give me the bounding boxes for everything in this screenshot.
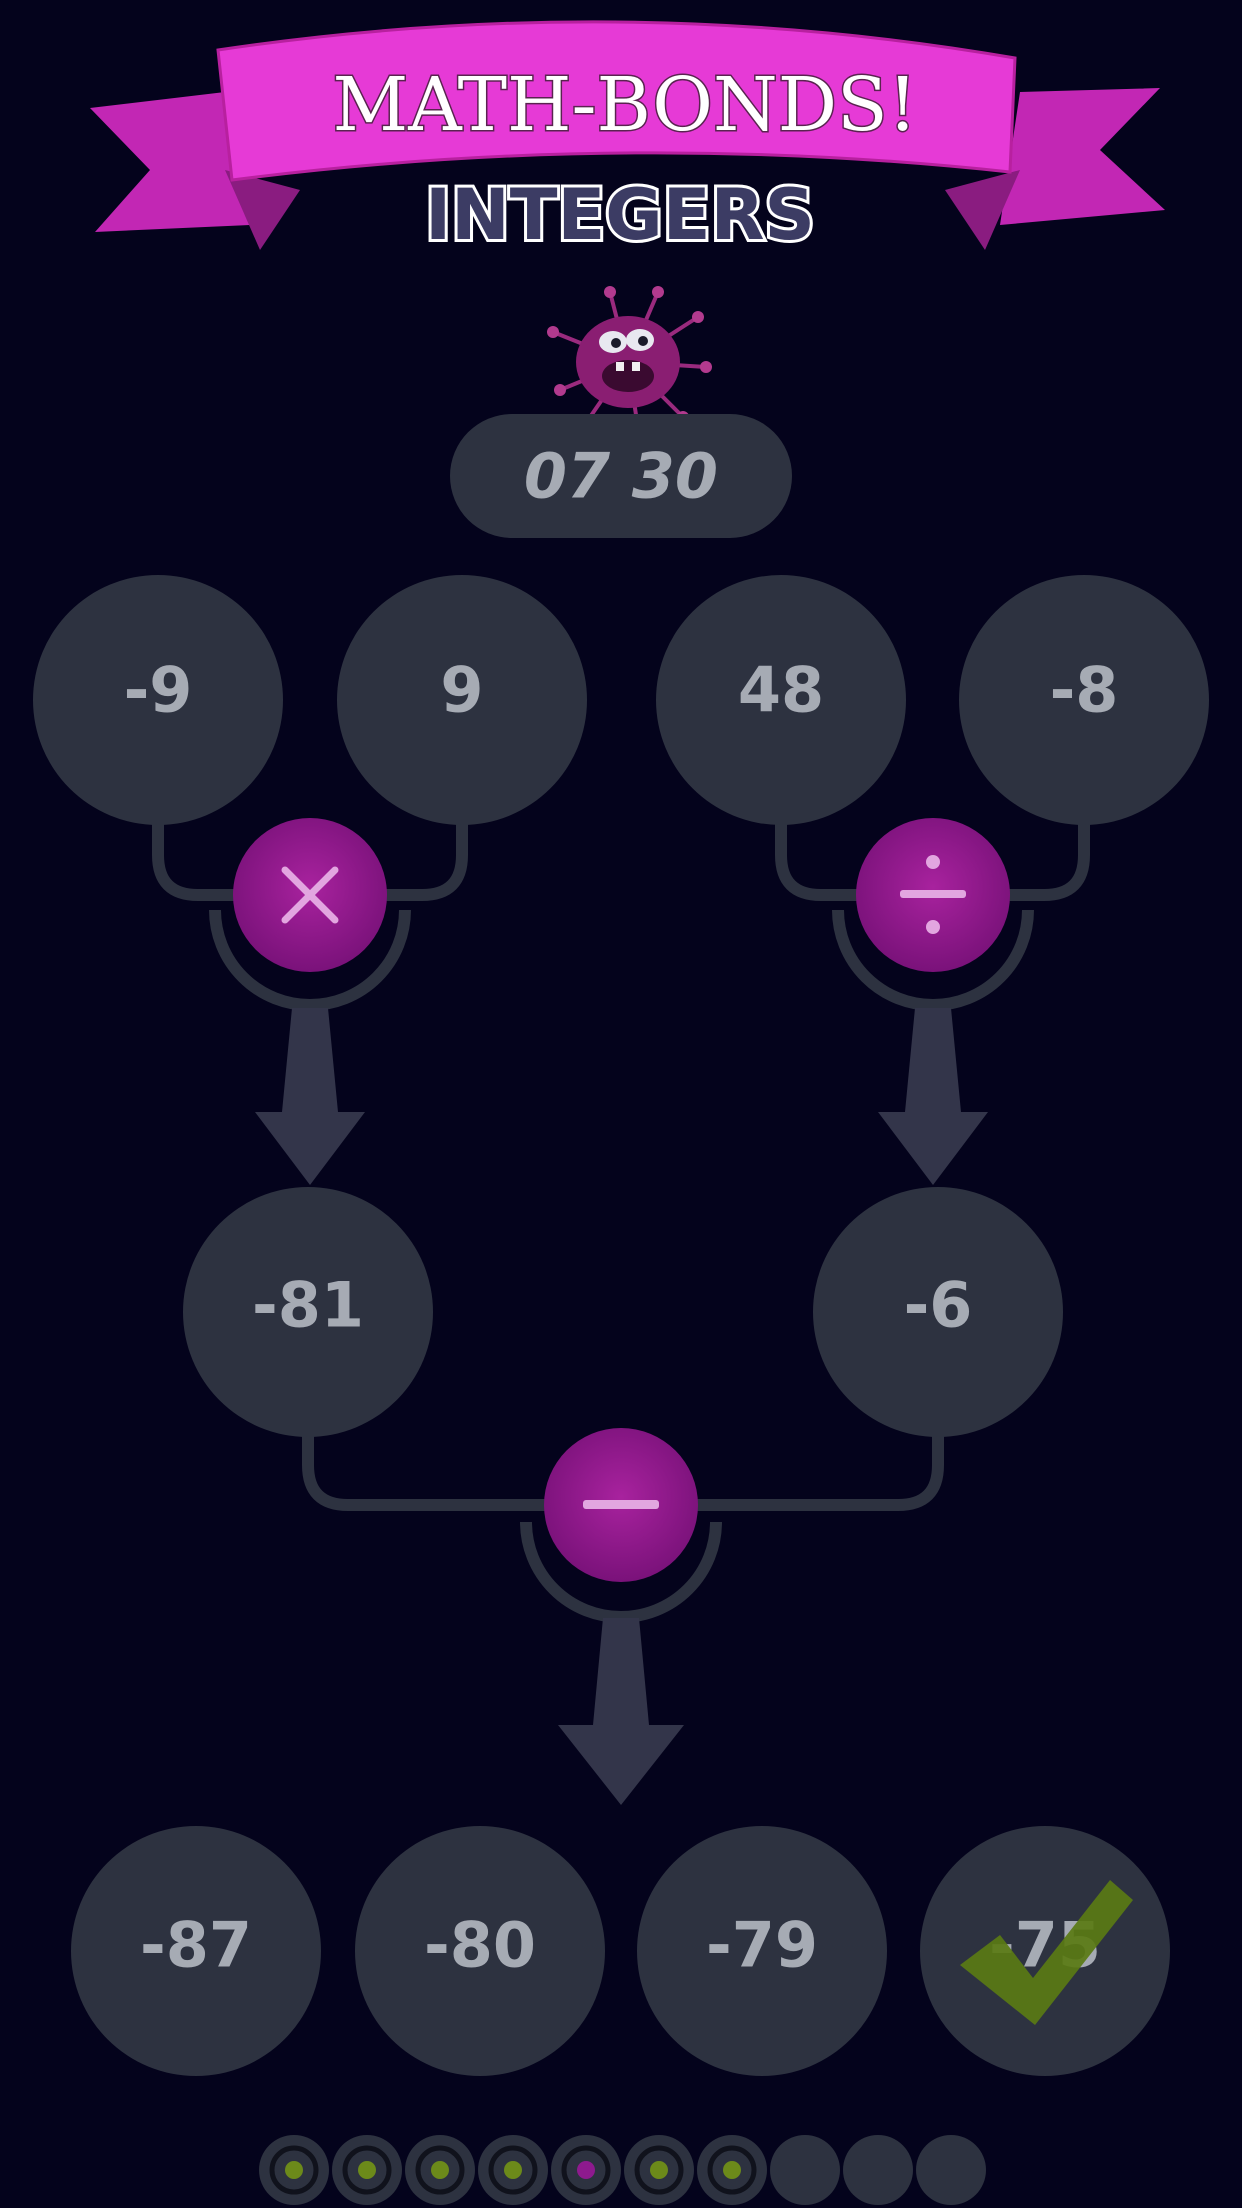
game-subtitle: INTEGERS bbox=[425, 174, 815, 256]
intermediate-value: -6 bbox=[904, 1269, 973, 1342]
progress-dot-done bbox=[259, 2135, 329, 2205]
operator-multiply bbox=[233, 818, 387, 972]
number-value: -8 bbox=[1050, 654, 1119, 727]
connector-line bbox=[775, 820, 885, 901]
ribbon-fold-right bbox=[945, 170, 1020, 250]
ribbon-fold-left bbox=[225, 170, 300, 250]
progress-dot-current bbox=[551, 2135, 621, 2205]
intermediate-right: -6 bbox=[813, 1187, 1063, 1437]
operator-cup bbox=[520, 1521, 722, 1623]
flow-arrows bbox=[255, 1008, 988, 1805]
operator-cup bbox=[832, 909, 1034, 1011]
number-bubble-4[interactable]: -8 bbox=[959, 575, 1209, 825]
answer-option-1[interactable]: -87 bbox=[71, 1826, 321, 2076]
progress-dot-done bbox=[697, 2135, 767, 2205]
arrow-down-icon bbox=[255, 1008, 365, 1185]
connector-line bbox=[680, 1430, 944, 1511]
progress-dot-done bbox=[332, 2135, 402, 2205]
progress-dot-empty bbox=[916, 2135, 986, 2205]
virus-monster-icon bbox=[547, 286, 712, 434]
number-bubble-2[interactable]: 9 bbox=[337, 575, 587, 825]
progress-dot-done bbox=[624, 2135, 694, 2205]
connector-line bbox=[980, 820, 1090, 901]
connector-line bbox=[302, 1430, 560, 1511]
ribbon-right-tail bbox=[1000, 88, 1165, 225]
divide-icon bbox=[900, 855, 966, 934]
timer-display: 07 30 bbox=[450, 414, 792, 538]
top-numbers: -9 9 48 -8 bbox=[33, 575, 1209, 825]
arrow-down-icon bbox=[558, 1618, 684, 1805]
number-bubble-1[interactable]: -9 bbox=[33, 575, 283, 825]
operator-subtract bbox=[544, 1428, 698, 1582]
number-bubble-3[interactable]: 48 bbox=[656, 575, 906, 825]
checkmark-icon bbox=[960, 1880, 1133, 2025]
answer-value: -79 bbox=[706, 1909, 818, 1982]
operator-divide bbox=[856, 818, 1010, 972]
progress-dot-empty bbox=[843, 2135, 913, 2205]
progress-indicator bbox=[259, 2135, 986, 2205]
intermediate-value: -81 bbox=[252, 1269, 364, 1342]
connectors bbox=[152, 820, 1090, 1623]
intermediate-left: -81 bbox=[183, 1187, 433, 1437]
progress-dot-done bbox=[405, 2135, 475, 2205]
answer-value: -80 bbox=[424, 1909, 536, 1982]
connector-line bbox=[358, 820, 468, 901]
ribbon-main bbox=[216, 20, 1017, 182]
answer-value: -87 bbox=[140, 1909, 252, 1982]
connector-line bbox=[152, 820, 262, 901]
number-value: -9 bbox=[124, 654, 193, 727]
number-value: 48 bbox=[738, 654, 824, 727]
timer-text: 07 30 bbox=[524, 440, 718, 513]
answer-option-3[interactable]: -79 bbox=[637, 1826, 887, 2076]
ribbon-left-tail bbox=[90, 92, 250, 232]
progress-dot-empty bbox=[770, 2135, 840, 2205]
answer-option-2[interactable]: -80 bbox=[355, 1826, 605, 2076]
progress-dot-done bbox=[478, 2135, 548, 2205]
arrow-down-icon bbox=[878, 1008, 988, 1185]
operator-cup bbox=[209, 909, 411, 1011]
game-title: MATH-BONDS! bbox=[333, 62, 918, 148]
answer-choices: -87 -80 -79 -75 bbox=[71, 1826, 1170, 2076]
number-value: 9 bbox=[440, 654, 483, 727]
minus-icon bbox=[583, 1500, 659, 1509]
multiply-icon bbox=[281, 866, 339, 924]
answer-option-4[interactable]: -75 bbox=[920, 1826, 1170, 2076]
title-banner: MATH-BONDS! INTEGERS bbox=[90, 20, 1165, 259]
